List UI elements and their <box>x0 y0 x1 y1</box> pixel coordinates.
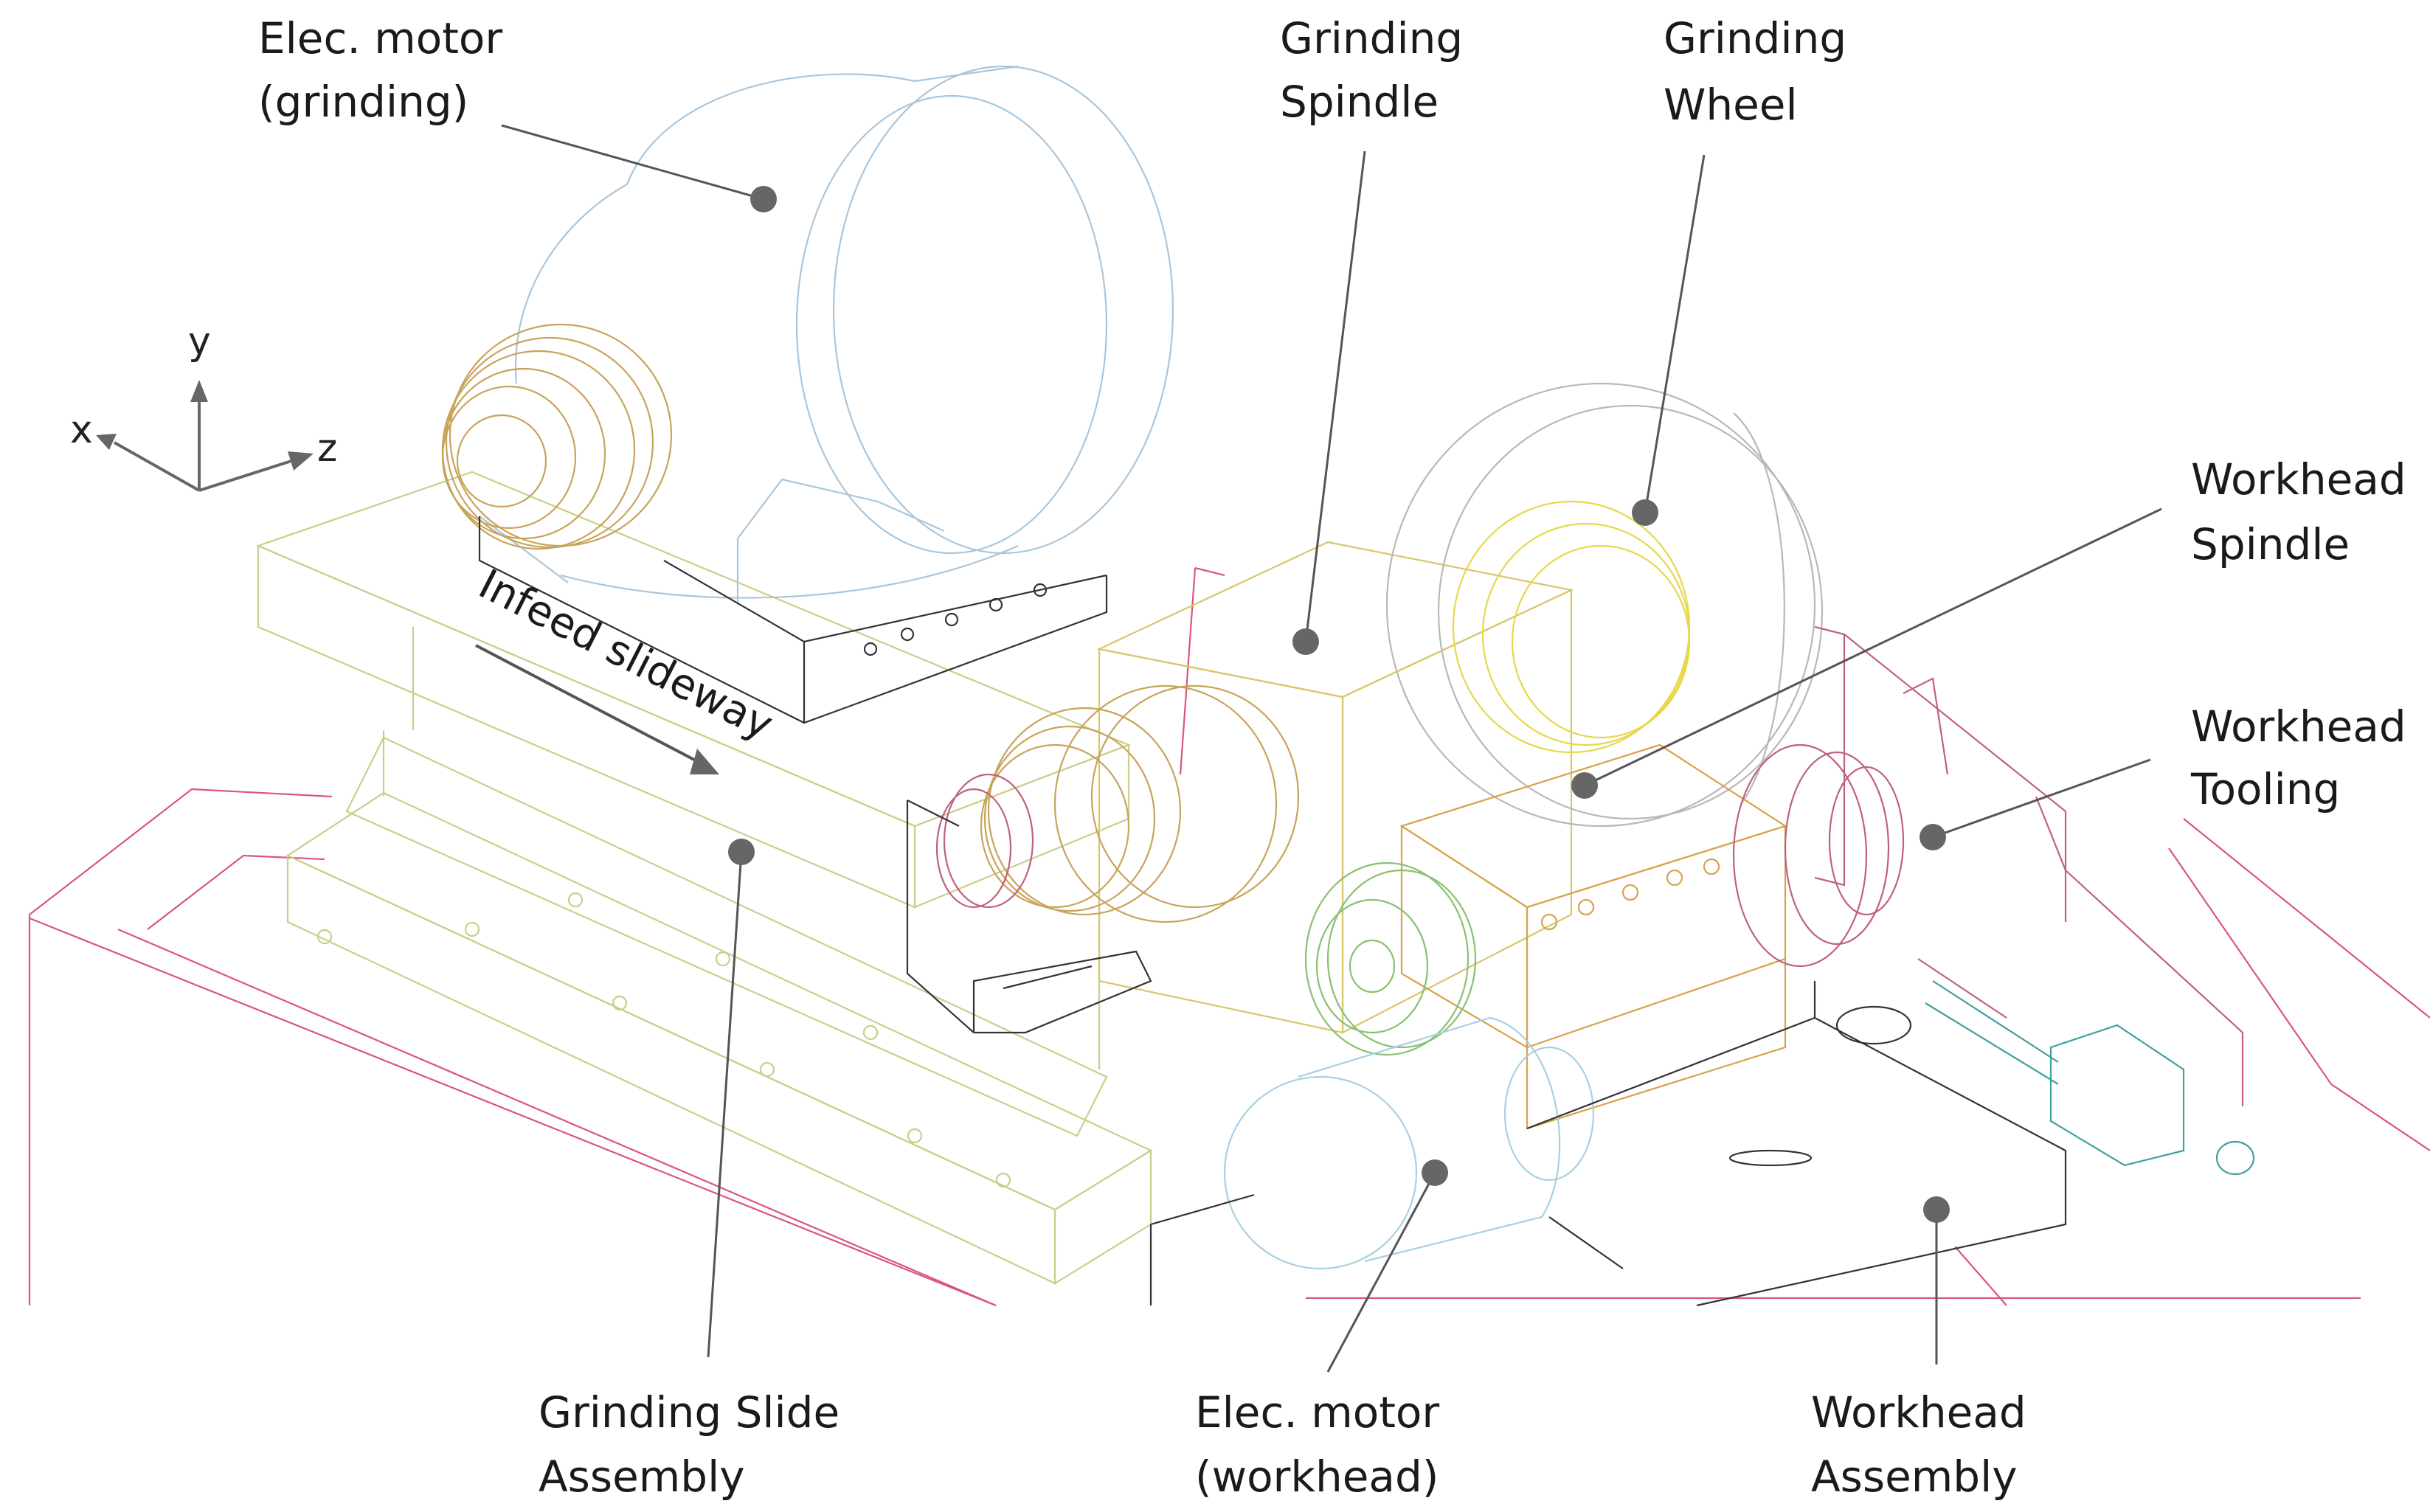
axis-label-z: z <box>317 426 337 471</box>
workhead-motor-shape <box>1223 1016 1595 1270</box>
grinding-wheel-hub <box>1452 500 1691 754</box>
label-elec-motor-workhead: Elec. motor (workhead) <box>1195 1387 1453 1502</box>
tooling-cylinder <box>1925 980 2255 1176</box>
leaders <box>501 124 2162 1373</box>
slide-holes <box>316 892 1011 1188</box>
workhead-pulley <box>1304 861 1477 1056</box>
label-workhead-spindle: Workhead Spindle <box>2191 454 2420 569</box>
spindle-coupling <box>935 773 1034 909</box>
label-elec-motor-grinding: Elec. motor (grinding) <box>258 13 516 127</box>
base-frame <box>28 566 2430 1307</box>
grinding-wheel-shape <box>1385 382 1824 828</box>
label-workhead-tooling: Workhead Tooling <box>2190 701 2420 814</box>
label-grinding-spindle: Grinding Spindle <box>1280 13 1477 127</box>
label-workhead-assembly: Workhead Assembly <box>1811 1387 2040 1502</box>
grinding-slide-assembly-shape <box>255 471 1153 1285</box>
grinding-spindle-shape <box>1096 541 1574 1034</box>
grinding-motor-flange <box>441 323 673 550</box>
grinding-motor-shape <box>479 65 1174 605</box>
label-grinding-slide-assembly: Grinding Slide Assembly <box>539 1387 854 1502</box>
axis-label-y: y <box>188 319 211 364</box>
workhead-assembly-shape <box>1149 981 2067 1307</box>
spindle-pulley <box>980 684 1300 923</box>
workhead-tooling-shape <box>1814 625 2244 1106</box>
workhead-spindle-shape <box>1399 743 1787 1130</box>
workhead-chuck <box>1732 743 1905 968</box>
spindle-bracket <box>906 800 1152 1034</box>
infeed-arrow-head <box>690 749 719 774</box>
axis-label-x: x <box>70 408 93 452</box>
infeed-slideway-annotation: Infeed slideway <box>471 561 780 774</box>
motor-base-plate <box>478 516 1108 724</box>
label-grinding-wheel: Grinding Wheel <box>1664 13 1860 130</box>
axis-triad: y x z <box>70 319 337 492</box>
